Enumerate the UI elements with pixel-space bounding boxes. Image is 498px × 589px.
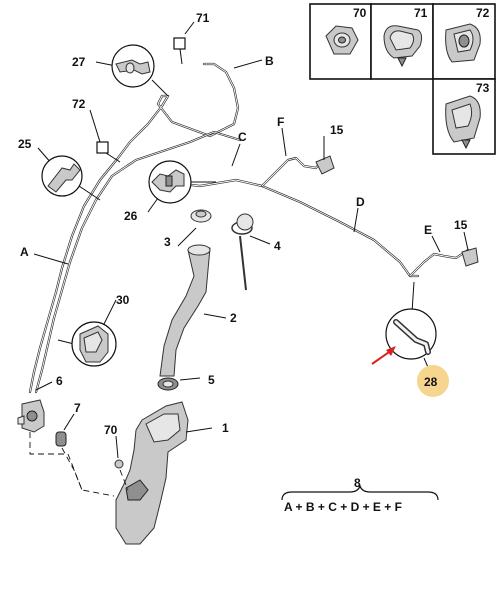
leader-letter-d [353,207,359,233]
hose-letter-f: F [277,115,284,129]
callout-27: 27 [72,55,86,69]
dashed-link-grommet [61,447,83,491]
nozzle-15-lower [461,247,479,267]
filler-neck-2 [159,244,227,377]
callout-26: 26 [124,209,138,223]
seal-5 [157,377,201,391]
nut-70-drawing [325,25,359,55]
level-dipstick-4 [231,213,271,291]
marker-72 [96,141,109,154]
leader-72 [89,109,101,143]
leader-71-b [179,48,183,65]
callout-1: 1 [222,421,229,435]
inset-boxes: 70 71 72 73 [309,3,496,155]
callout-7: 7 [74,401,81,415]
callout-30: 30 [116,293,130,307]
highlight-circle-icon [417,365,449,397]
detail-circle-25 [37,147,101,201]
grommet-7 [55,413,75,447]
callout-4: 4 [274,239,281,253]
hose-letter-e: E [424,223,432,237]
callout-15-lower: 15 [454,218,468,232]
dashed-link-nut [119,469,129,491]
callout-72: 72 [72,97,86,111]
leader-15-lower [463,231,469,251]
formula-brace [281,484,439,501]
leader-71 [184,21,195,35]
detail-circle-30 [57,299,117,367]
callout-71: 71 [196,11,210,25]
leader-letter-a [33,253,69,265]
washer-pump-6 [17,381,53,433]
callout-70: 70 [104,423,118,437]
inset-label-70: 70 [353,6,367,20]
detail-circle-27 [95,44,169,97]
callout-8: 8 [354,476,361,490]
detail-circle-26 [147,160,216,213]
inset-label-71: 71 [414,6,428,20]
dashed-link-pump [29,432,115,497]
leader-letter-f [281,127,287,157]
clip-73-drawing [445,95,481,150]
callout-3: 3 [164,235,171,249]
callout-2: 2 [230,311,237,325]
callout-25: 25 [18,137,32,151]
callout-28: 28 [424,375,438,389]
inset-label-72: 72 [476,6,490,20]
clip-72-drawing [445,23,481,63]
hose-network [28,62,476,394]
washer-reservoir-1 [115,401,213,545]
callout-6: 6 [56,374,63,388]
leader-letter-e [431,235,441,253]
inset-label-73: 73 [476,81,490,95]
callout-15-upper: 15 [330,123,344,137]
red-pointer-arrow-icon [371,346,396,365]
clip-71-drawing [383,25,423,68]
filler-cap-3 [177,209,212,247]
nozzle-15-upper [315,155,335,175]
hose-letter-c: C [238,130,247,144]
marker-71 [173,37,186,50]
nut-70-small [114,435,124,469]
detail-circle-28 [385,281,437,373]
hose-letter-b: B [265,54,274,68]
leader-72-b [105,152,121,163]
hose-letter-a: A [20,245,29,259]
leader-letter-c [231,143,241,167]
hose-set-formula: A + B + C + D + E + F [284,500,402,514]
callout-5: 5 [208,373,215,387]
leader-letter-b [233,59,263,69]
hose-letter-d: D [356,195,365,209]
